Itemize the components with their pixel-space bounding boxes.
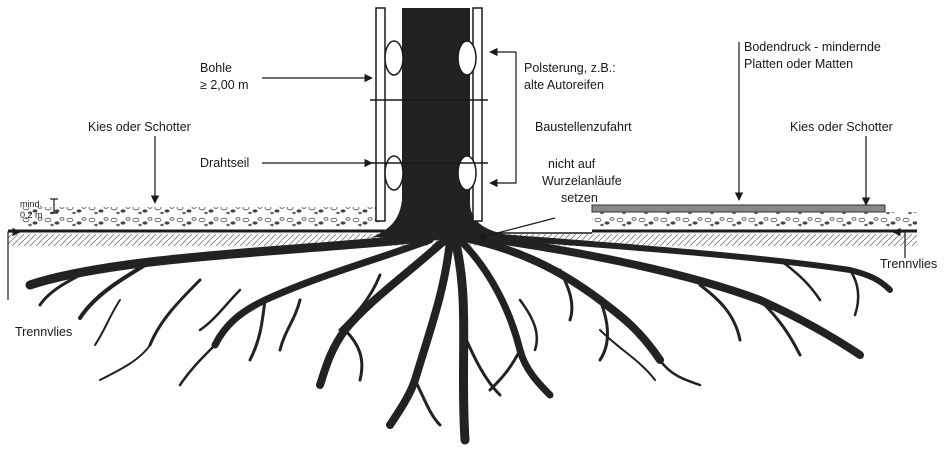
tire-top-right: [458, 41, 476, 75]
label-autoreifen: alte Autoreifen: [524, 78, 604, 92]
plank-right: [473, 8, 482, 221]
tire-bottom-right: [458, 156, 476, 190]
label-platten-matten: Platten oder Matten: [744, 57, 853, 71]
label-nicht-auf: nicht auf: [548, 157, 596, 171]
label-setzen: setzen: [561, 191, 598, 205]
tire-bottom-left: [385, 156, 403, 190]
gravel-layer-left: [20, 207, 380, 227]
label-trennvlies-right: Trennvlies: [880, 257, 937, 271]
root-system: [30, 235, 890, 440]
plank-left: [376, 8, 385, 221]
label-wurzelanlaeufe: Wurzelanläufe: [542, 174, 622, 188]
label-bohle: Bohle: [200, 61, 232, 75]
protection-plate-right: [592, 205, 885, 212]
label-drahtseil: Drahtseil: [200, 156, 249, 170]
tire-top-left: [385, 41, 403, 75]
label-mind: mind.: [20, 199, 42, 209]
label-polsterung: Polsterung, z.B.:: [524, 61, 616, 75]
label-trennvlies-left: Trennvlies: [15, 325, 72, 339]
label-bodendruck: Bodendruck - mindernde: [744, 40, 881, 54]
label-kies-right: Kies oder Schotter: [790, 120, 893, 134]
label-bohle-length: ≥ 2,00 m: [200, 78, 249, 92]
gravel-layer-right: [592, 212, 917, 229]
label-mind-depth: 0,2 m: [20, 210, 43, 220]
label-kies-left: Kies oder Schotter: [88, 120, 191, 134]
label-baustellenzufahrt: Baustellenzufahrt: [535, 120, 632, 134]
